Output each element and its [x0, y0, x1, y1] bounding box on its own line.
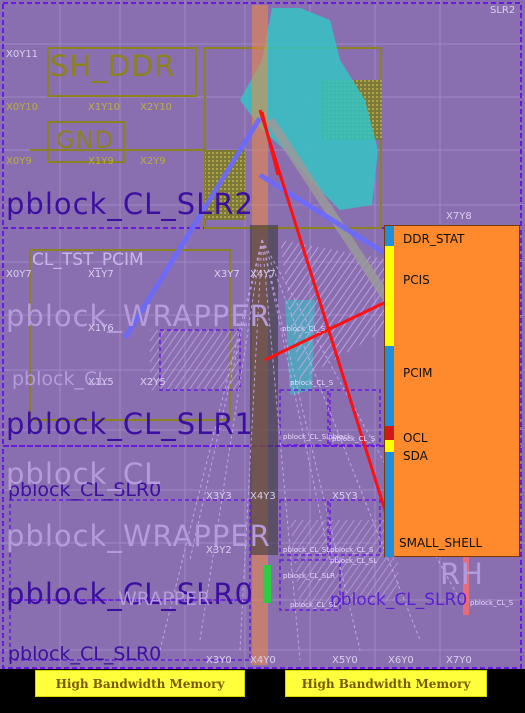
port-pcim: PCIM — [403, 366, 433, 380]
coord-x2y5: X2Y5 — [140, 378, 166, 388]
port-ocl: OCL — [403, 431, 428, 445]
pblock-small-label-1: pblock_CL_S — [282, 326, 325, 333]
pblock-small-label-9: pblock_CL_SL — [330, 558, 377, 565]
coord-x3y0: X3Y0 — [206, 656, 232, 666]
coord-x5y3: X5Y3 — [332, 492, 358, 502]
pblock-rh-fragment-label: RH — [440, 560, 484, 589]
pcis-segment[interactable] — [385, 246, 394, 346]
pblock-cl-slr0-mid-label: pblock_CL_SLR0 — [330, 592, 467, 609]
coord-x1y10: X1Y10 — [88, 103, 120, 113]
coord-x7y8: X7Y8 — [446, 212, 472, 222]
coord-x0y11: X0Y11 — [6, 50, 38, 60]
hbm-channel-marker — [263, 565, 271, 603]
port-sda: SDA — [403, 449, 428, 463]
sda-segment[interactable] — [385, 440, 394, 452]
pblock-small-label-4: pblock_CL_S — [332, 436, 375, 443]
ddr-stat-segment[interactable] — [385, 226, 394, 246]
port-ddr-stat: DDR_STAT — [403, 232, 464, 246]
pcim-segment[interactable] — [385, 346, 394, 426]
coord-x3y2: X3Y2 — [206, 546, 232, 556]
coord-x1y7: X1Y7 — [88, 270, 114, 280]
coord-x3y7: X3Y7 — [214, 270, 240, 280]
hbm-right-block[interactable]: High Bandwidth Memory — [285, 670, 487, 697]
ocl-segment[interactable] — [385, 426, 394, 440]
pblock-cl-slr2-label: pblock_CL_SLR2 — [6, 190, 254, 219]
pblock-wrapper-upper-label: pblock_WRAPPER — [6, 302, 271, 331]
pblock-sh-ddr-label: SH_DDR — [50, 52, 176, 81]
coord-x7y0: X7Y0 — [446, 656, 472, 666]
small-shell-segment[interactable] — [385, 452, 394, 557]
port-small-shell: SMALL_SHELL — [399, 536, 482, 550]
slr-corner-label: SLR2 — [490, 6, 515, 16]
pblock-cl-ghost-label: pblock_CL — [6, 460, 161, 489]
pblock-small-label-5: pblock_CL_SLpblock_CL_S — [283, 547, 373, 554]
coord-x6y0: X6Y0 — [388, 656, 414, 666]
coord-x0y9: X0Y9 — [6, 157, 32, 167]
pblock-cl-tst-pcim-label: CL_TST_PCIM — [32, 252, 144, 269]
coord-x1y5: X1Y5 — [88, 378, 114, 388]
coord-x4y0: X4Y0 — [250, 656, 276, 666]
hbm-left-block[interactable]: High Bandwidth Memory — [35, 670, 245, 697]
coord-x0y7: X0Y7 — [6, 270, 32, 280]
pblock-cl-slr1-label: pblock_CL_SLR1 — [6, 410, 254, 439]
coord-x3y3: X3Y3 — [206, 492, 232, 502]
pblock-small-label-2: pblock_CL_S — [290, 380, 333, 387]
coord-x1y9: X1Y9 — [88, 157, 114, 167]
pblock-small-label-6: pblock_CL_SLR — [283, 573, 335, 580]
coord-x5y0: X5Y0 — [332, 656, 358, 666]
coord-x0y10: X0Y10 — [6, 103, 38, 113]
pblock-wrapper-ghost-label: WRAPPER — [118, 590, 210, 609]
pblock-gnd-label: GND — [56, 128, 114, 152]
port-pcis: PCIS — [403, 273, 430, 287]
coord-x2y10: X2Y10 — [140, 103, 172, 113]
pblock-cl-slr0-bottom-label: pblock_CL_SLR0 — [8, 645, 161, 664]
coord-x2y9: X2Y9 — [140, 157, 166, 167]
coord-x4y3: X4Y3 — [250, 492, 276, 502]
pblock-small-label-8: pblock_CL_S — [470, 600, 513, 607]
coord-x4y7: X4Y7 — [250, 270, 276, 280]
coord-x1y6: X1Y6 — [88, 324, 114, 334]
small-shell-panel[interactable]: DDR_STAT PCIS PCIM OCL SDA SMALL_SHELL — [384, 225, 520, 557]
pblock-small-label-7: pblock_CL_SL — [290, 602, 337, 609]
